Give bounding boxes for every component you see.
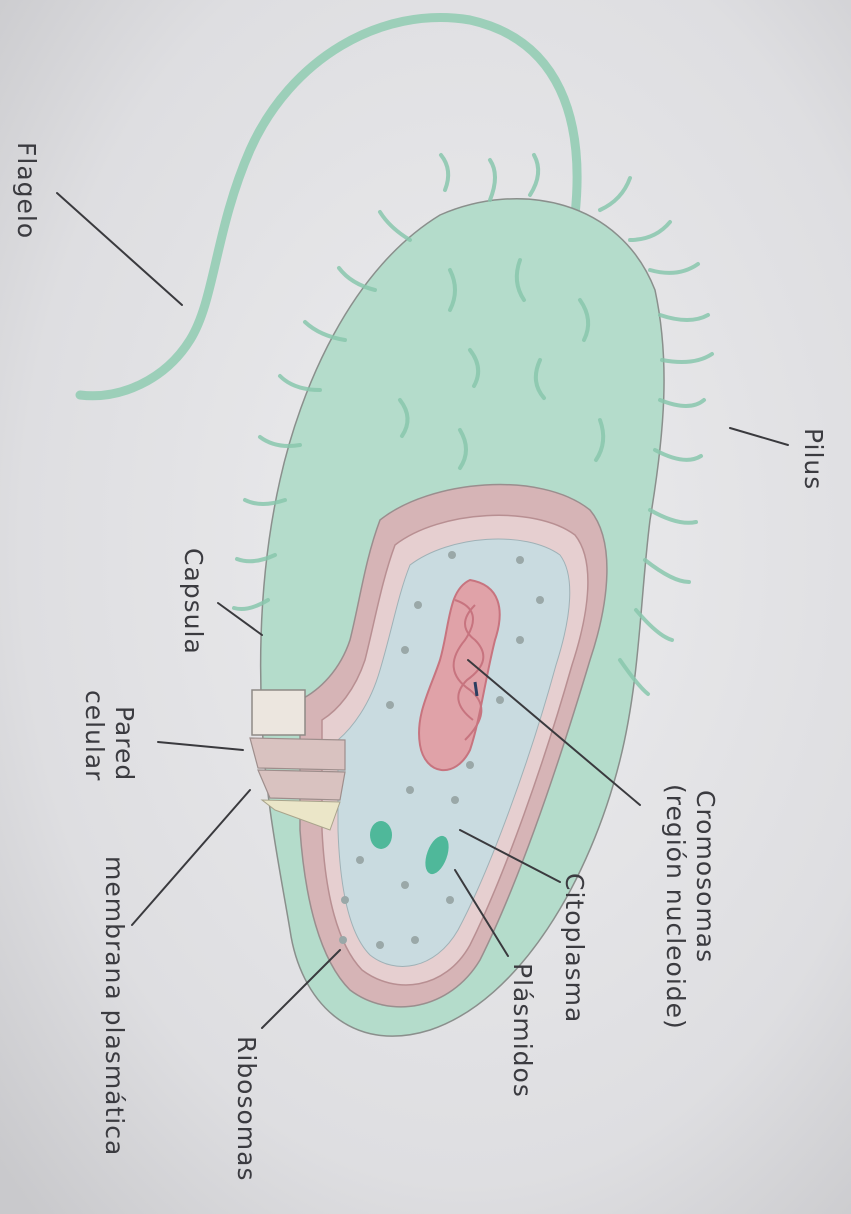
wall-block <box>252 690 305 735</box>
label-ribosomas: Ribosomas <box>232 1036 261 1182</box>
label-pilus: Pilus <box>799 428 828 490</box>
label-flagelo: Flagelo <box>12 142 41 239</box>
label-cromosomas-1: Cromosomas <box>691 790 720 963</box>
chromosome-mark <box>475 682 477 696</box>
label-plasmidos: Plásmidos <box>508 963 537 1098</box>
label-capsula: Capsula <box>179 548 208 655</box>
label-pared-1: Pared <box>110 706 139 781</box>
label-citoplasma: Citoplasma <box>560 873 589 1023</box>
plasmid-1 <box>370 821 392 849</box>
label-membrana: membrana plasmática <box>100 856 129 1156</box>
label-cromosomas-2: (región nucleoide) <box>661 784 690 1030</box>
label-pared-2: celular <box>80 690 109 781</box>
